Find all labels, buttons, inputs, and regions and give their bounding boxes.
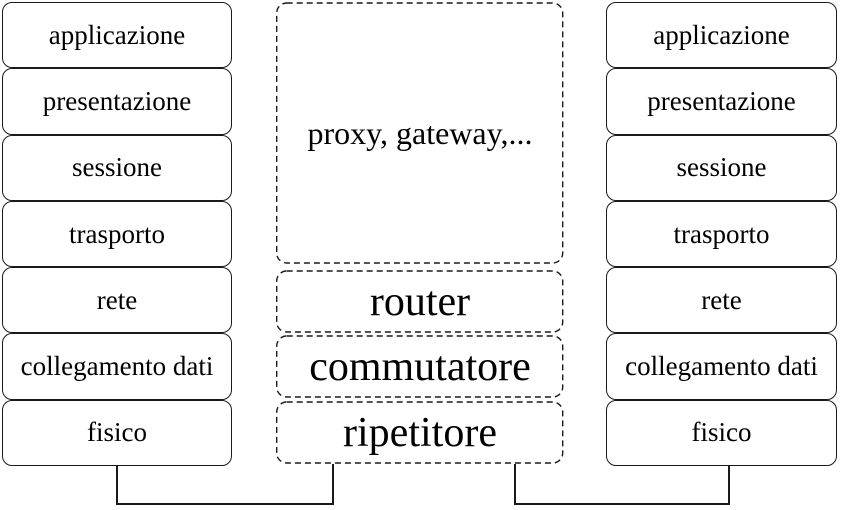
layer-label: sessione [72,152,162,183]
left-layer-applicazione: applicazione [2,2,232,69]
layer-label: collegamento dati [625,351,818,382]
layer-label: rete [96,284,138,315]
layer-label: fisico [691,417,752,448]
layer-label: collegamento dati [20,351,214,382]
layer-label: applicazione [48,19,186,50]
layer-label: presentazione [647,85,796,116]
right-layer-fisico: fisico [606,399,837,467]
proxy-gateway-box-outline [276,2,564,264]
right-layer-sessione: sessione [606,134,837,201]
layer-label: fisico [87,417,147,448]
layer-label: rete [701,284,742,315]
right-layer-rete: rete [606,267,837,334]
layer-label: trasporto [69,218,165,249]
right-layer-collegamento-dati: collegamento dati [606,333,837,400]
commutatore-box-outline [276,335,564,398]
layer-label: applicazione [653,19,790,50]
ripetitore-box-outline [276,401,564,464]
right-layer-presentazione: presentazione [606,68,837,135]
left-protocol-stack: applicazione presentazione sessione tras… [2,2,232,467]
layer-label: presentazione [42,85,192,116]
right-layer-applicazione: applicazione [606,2,837,69]
devices-to-right-host-connector-line [514,464,730,505]
layer-label: sessione [676,152,767,183]
left-layer-presentazione: presentazione [2,68,232,135]
layer-label: trasporto [673,218,770,249]
right-layer-trasporto: trasporto [606,200,837,268]
left-host-to-devices-connector-line [116,464,334,505]
right-protocol-stack: applicazione presentazione sessione tras… [606,2,837,467]
left-layer-rete: rete [2,267,232,334]
left-layer-fisico: fisico [2,399,232,467]
router-box-outline [276,270,564,333]
left-layer-sessione: sessione [2,134,232,201]
left-layer-trasporto: trasporto [2,200,232,268]
left-layer-collegamento-dati: collegamento dati [2,333,232,400]
